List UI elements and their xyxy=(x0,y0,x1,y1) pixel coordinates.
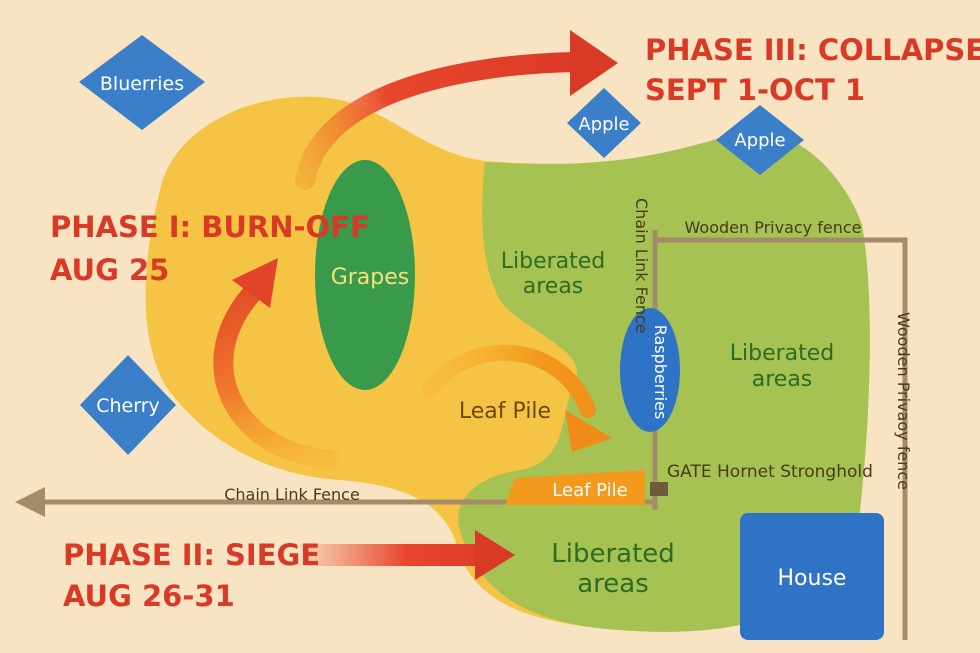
phase-two-date: AUG 26-31 xyxy=(63,579,235,613)
diamond-icon xyxy=(716,105,804,175)
grapes-patch xyxy=(315,160,415,390)
house xyxy=(740,513,884,640)
phase-one-title: PHASE I: BURN-OFF xyxy=(50,210,370,244)
liberated-bottom-line2: areas xyxy=(577,569,649,599)
wooden-fence-top-label: Wooden Privacy fence xyxy=(685,218,862,237)
diamond-icon xyxy=(567,88,641,158)
gate-label: GATE Hornet Stronghold xyxy=(667,462,873,482)
liberated-right-line2: areas xyxy=(752,367,813,392)
phase-three-date: SEPT 1-OCT 1 xyxy=(645,73,865,107)
leaf-pile-box-label: Leaf Pile xyxy=(552,480,627,501)
raspberries-label: Raspberries xyxy=(651,325,670,420)
liberated-bottom-line1: Liberated xyxy=(551,539,675,569)
arrow-icon xyxy=(570,30,618,96)
arrow-icon xyxy=(422,344,596,418)
chain-link-fence-label: Chain Link Fence xyxy=(224,485,360,504)
arrow-icon xyxy=(232,258,278,308)
fence-arrow-icon xyxy=(15,487,45,517)
chain-link-fence-vertical-label: Chain Link Fence xyxy=(632,198,651,334)
tree-label-cherry: Cherry xyxy=(96,395,160,417)
tree-label-apple-left: Apple xyxy=(578,114,629,135)
liberated-top-line2: areas xyxy=(523,274,584,299)
grapes-label: Grapes xyxy=(331,265,410,290)
liberated-right-line1: Liberated xyxy=(730,341,835,366)
gate-post xyxy=(650,482,668,496)
diamond-icon xyxy=(79,35,205,130)
arrow-icon xyxy=(565,410,612,452)
diamond-icon xyxy=(80,355,176,455)
arrow-icon xyxy=(295,52,585,190)
wooden-fence-right-label: Wooden Privaoy fence xyxy=(894,312,913,490)
phase-three-title: PHASE III: COLLAPSE xyxy=(645,33,980,67)
tree-label-apple-right: Apple xyxy=(734,130,785,151)
raspberries-patch xyxy=(620,308,680,432)
arrow-icon xyxy=(475,530,515,580)
house-label: House xyxy=(778,566,847,591)
phase-two-title: PHASE II: SIEGE xyxy=(63,538,320,572)
wooden-fence-line xyxy=(655,237,908,640)
leaf-pile-box xyxy=(505,470,645,505)
phase-one-date: AUG 25 xyxy=(50,253,169,287)
tree-label-blueberries: Bluerries xyxy=(100,73,184,95)
leaf-pile-label: Leaf Pile xyxy=(459,399,551,424)
liberated-top-line1: Liberated xyxy=(501,249,606,274)
arrow-icon xyxy=(213,280,340,470)
